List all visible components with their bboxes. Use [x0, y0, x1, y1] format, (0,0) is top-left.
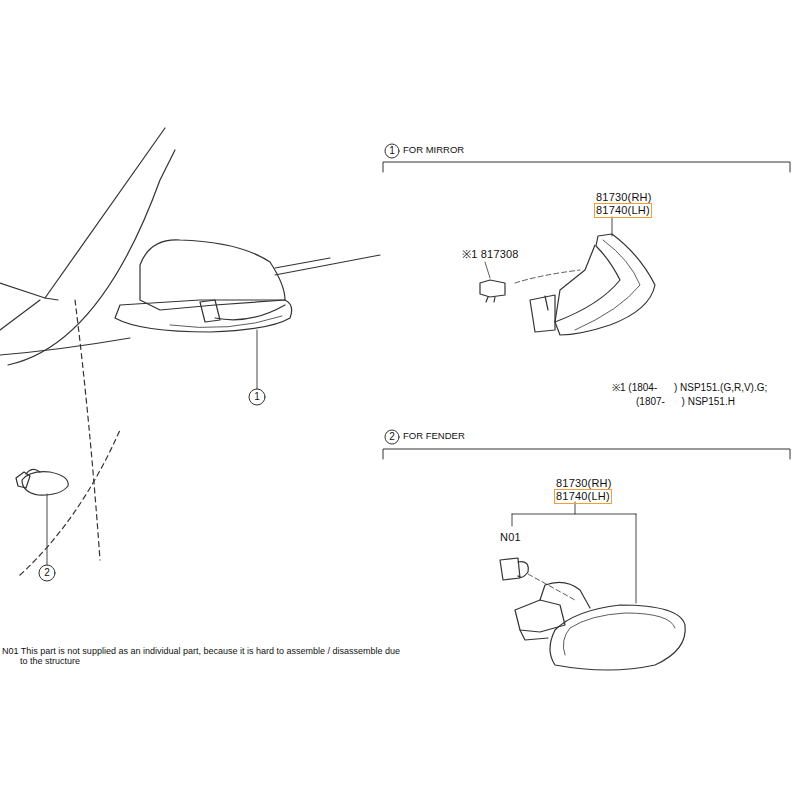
section-title: FOR MIRROR: [403, 145, 464, 156]
callout-number: 1: [254, 391, 260, 403]
part-number: 81730(RH): [556, 477, 612, 490]
part-number: 81740(LH): [554, 489, 612, 504]
callout-number: 2: [44, 567, 50, 579]
side-marker-lamp: [550, 605, 685, 670]
callout-number: 2: [389, 431, 395, 443]
applicability-note: (1807- ) NSP151.H: [636, 396, 735, 408]
bulb: [480, 280, 505, 297]
callout-number: 1: [389, 145, 395, 157]
mirror-turn-lamp: [555, 234, 655, 335]
bulb: [500, 558, 520, 580]
part-number: 81740(LH): [594, 203, 652, 218]
note-code: N01: [500, 531, 521, 544]
part-number: ※1 817308: [462, 248, 519, 261]
applicability-note: ※1 (1804- ) NSP151.(G,R,V).G;: [612, 382, 767, 394]
footnote: N01 This part is not supplied as an indi…: [2, 646, 405, 667]
part-number: 81730(RH): [596, 191, 652, 204]
section-title: FOR FENDER: [403, 431, 465, 442]
